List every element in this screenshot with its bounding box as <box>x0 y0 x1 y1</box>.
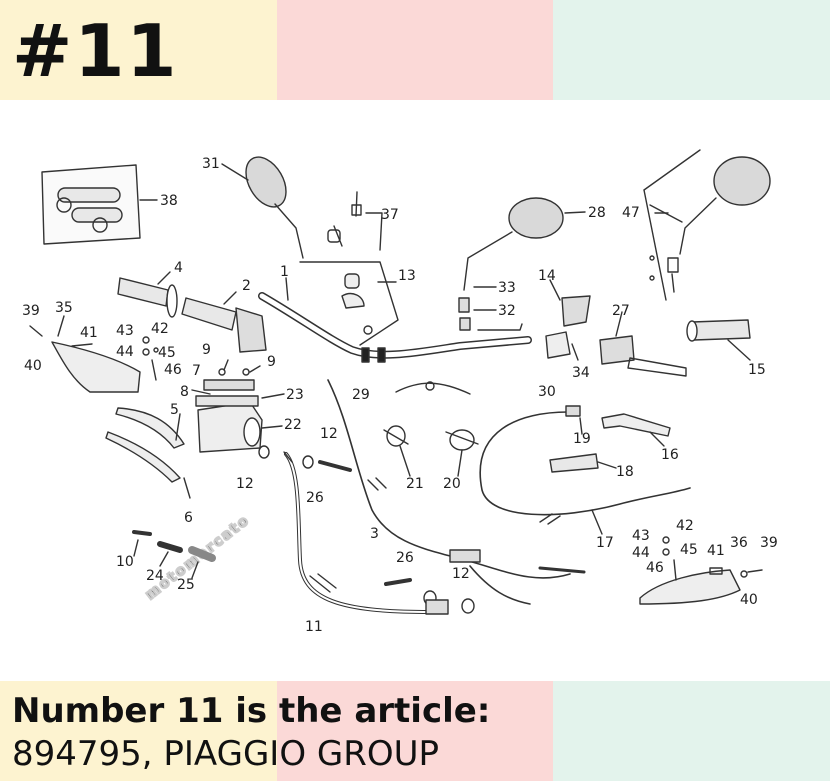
callout-47: 47 <box>622 205 640 221</box>
brake-master-cylinder <box>191 359 285 453</box>
right-lever-assembly <box>599 311 687 377</box>
callout-1: 1 <box>280 264 289 280</box>
callout-10: 10 <box>116 554 134 570</box>
brake-switch-parts <box>132 530 216 579</box>
callout-42-left: 42 <box>151 321 169 337</box>
callout-34: 34 <box>572 365 590 381</box>
part-number-title: #11 <box>12 9 179 93</box>
callout-22: 22 <box>284 417 302 433</box>
mirror-adapters <box>458 286 523 331</box>
caption-heading: Number 11 is the article: <box>12 691 491 731</box>
callout-3: 3 <box>370 526 379 542</box>
callout-18: 18 <box>616 464 634 480</box>
cable-clamps <box>383 425 479 477</box>
callout-4: 4 <box>174 260 183 276</box>
brake-hose <box>283 451 449 615</box>
callout-12-mid: 12 <box>236 476 254 492</box>
caption-article: 894795, PIAGGIO GROUP <box>12 734 440 774</box>
callout-46-right: 46 <box>646 560 664 576</box>
callout-37: 37 <box>381 207 399 223</box>
callout-44-right: 44 <box>632 545 650 561</box>
callout-32: 32 <box>498 303 516 319</box>
right-grip <box>686 319 751 361</box>
callout-26-bottom: 26 <box>396 550 414 566</box>
callout-39-right: 39 <box>760 535 778 551</box>
callout-40-right: 40 <box>740 592 758 608</box>
watermark: motomercato <box>142 511 255 604</box>
callout-13: 13 <box>398 268 416 284</box>
bottom-color-band <box>0 681 830 781</box>
callout-24: 24 <box>146 568 164 584</box>
callout-12-bottom: 12 <box>452 566 470 582</box>
callout-9-left: 9 <box>202 342 211 358</box>
callout-20: 20 <box>443 476 461 492</box>
callout-17: 17 <box>596 535 614 551</box>
callout-38: 38 <box>160 193 178 209</box>
callout-44-left: 44 <box>116 344 134 360</box>
callout-43-right: 43 <box>632 528 650 544</box>
small-hardware-left <box>142 336 159 381</box>
callout-43-left: 43 <box>116 323 134 339</box>
choke-cable <box>395 381 471 395</box>
top-color-band <box>0 0 830 100</box>
clutch-parts <box>549 405 671 473</box>
callout-21: 21 <box>406 476 424 492</box>
callout-28: 28 <box>588 205 606 221</box>
right-mirror <box>463 197 586 291</box>
banjo-bolts <box>318 460 412 586</box>
mirror-bolts <box>327 191 383 251</box>
callout-2: 2 <box>242 278 251 294</box>
callout-46-left: 46 <box>164 362 182 378</box>
callout-39-left: 39 <box>22 303 40 319</box>
callout-42-right: 42 <box>676 518 694 534</box>
grip-inset-illustration <box>41 164 158 245</box>
callout-41-left: 41 <box>80 325 98 341</box>
callout-27: 27 <box>612 303 630 319</box>
left-mirror <box>221 156 304 259</box>
callout-36: 36 <box>730 535 748 551</box>
callout-25: 25 <box>177 577 195 593</box>
callout-16: 16 <box>661 447 679 463</box>
callout-14: 14 <box>538 268 556 284</box>
clutch-cable <box>479 411 691 535</box>
right-switch <box>549 279 591 327</box>
callout-9-right: 9 <box>267 354 276 370</box>
right-hand-guard <box>639 536 763 605</box>
left-grip <box>117 271 178 318</box>
callout-41-right: 41 <box>707 543 725 559</box>
callout-6: 6 <box>184 510 193 526</box>
callout-26-top: 26 <box>306 490 324 506</box>
callout-40-left: 40 <box>24 358 42 374</box>
callout-7: 7 <box>192 363 201 379</box>
callout-45-left: 45 <box>158 345 176 361</box>
handlebar-clamp <box>299 261 399 346</box>
left-levers <box>105 407 191 499</box>
callout-23: 23 <box>286 387 304 403</box>
handlebar <box>258 277 532 363</box>
callout-11: 11 <box>305 619 323 635</box>
callout-labels: 31 38 37 28 47 4 1 13 14 2 33 39 35 32 2… <box>22 156 778 635</box>
left-hand-guard <box>29 315 141 393</box>
callout-35: 35 <box>55 300 73 316</box>
callout-5: 5 <box>170 402 179 418</box>
washers <box>258 445 475 614</box>
callout-29: 29 <box>352 387 370 403</box>
callout-19: 19 <box>573 431 591 447</box>
mirror-inset-illustration <box>643 149 771 301</box>
watermark-text: motomercato <box>143 512 253 603</box>
throttle-cable <box>327 379 586 605</box>
switch-housing <box>545 331 579 361</box>
callout-8: 8 <box>180 384 189 400</box>
callout-30: 30 <box>538 384 556 400</box>
callout-12-top: 12 <box>320 426 338 442</box>
throttle-grip <box>181 291 267 353</box>
callout-15: 15 <box>748 362 766 378</box>
callout-31: 31 <box>202 156 220 172</box>
exploded-parts-diagram: motomercato <box>22 149 778 635</box>
callout-33: 33 <box>498 280 516 296</box>
callout-45-right: 45 <box>680 542 698 558</box>
